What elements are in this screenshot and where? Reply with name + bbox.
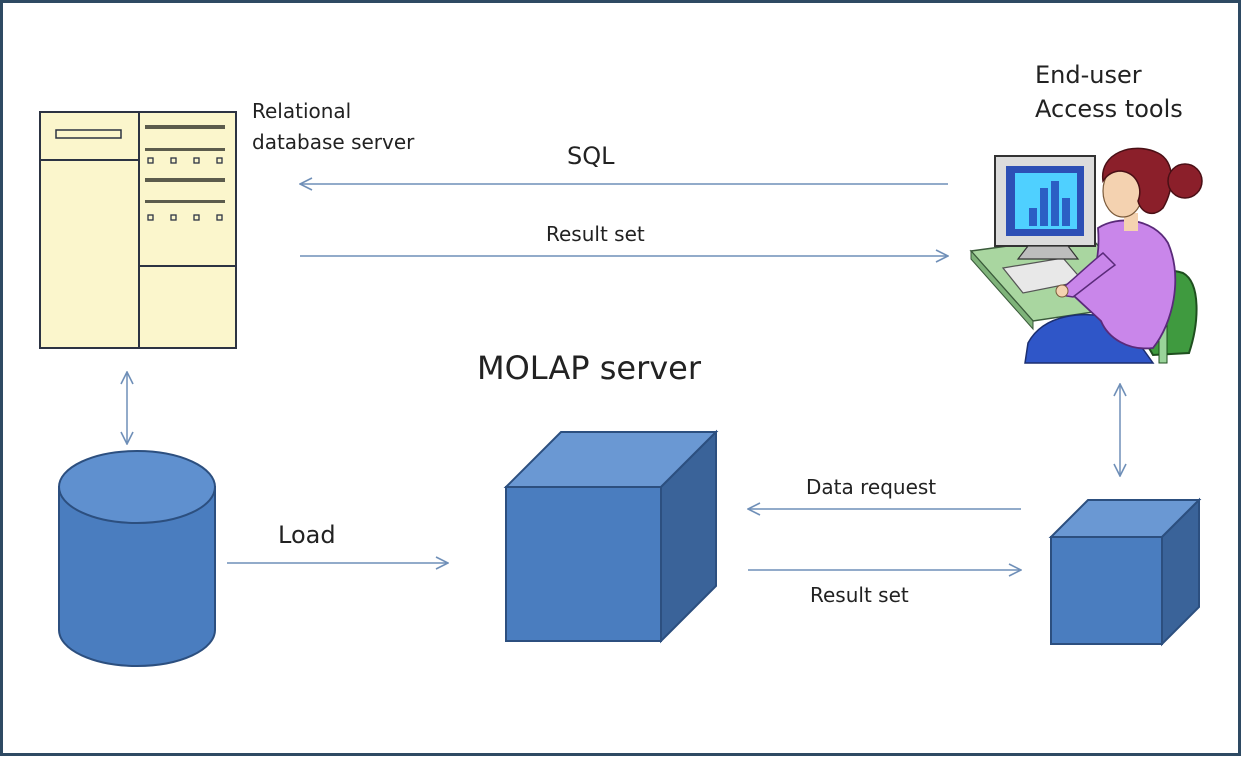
data-request-label: Data request	[806, 475, 937, 499]
molap-server-label: MOLAP server	[477, 349, 702, 387]
result-set-bottom-label: Result set	[810, 583, 909, 607]
database-cylinder-icon	[58, 450, 216, 667]
server-rack-icon	[39, 111, 237, 349]
end-user-label-line2: Access tools	[1035, 95, 1183, 123]
client-cube-icon	[1048, 497, 1202, 647]
molap-cube-icon	[503, 429, 719, 644]
load-label: Load	[278, 521, 336, 549]
diagram-graphics	[39, 111, 1203, 667]
end-user-label-line1: End-user	[1035, 61, 1142, 89]
result-set-top-label: Result set	[546, 222, 645, 246]
relational-db-label-line1: Relational	[252, 99, 352, 123]
relational-db-label-line2: database server	[252, 130, 415, 154]
end-user-computer-icon	[969, 147, 1203, 364]
sql-label: SQL	[567, 142, 615, 170]
